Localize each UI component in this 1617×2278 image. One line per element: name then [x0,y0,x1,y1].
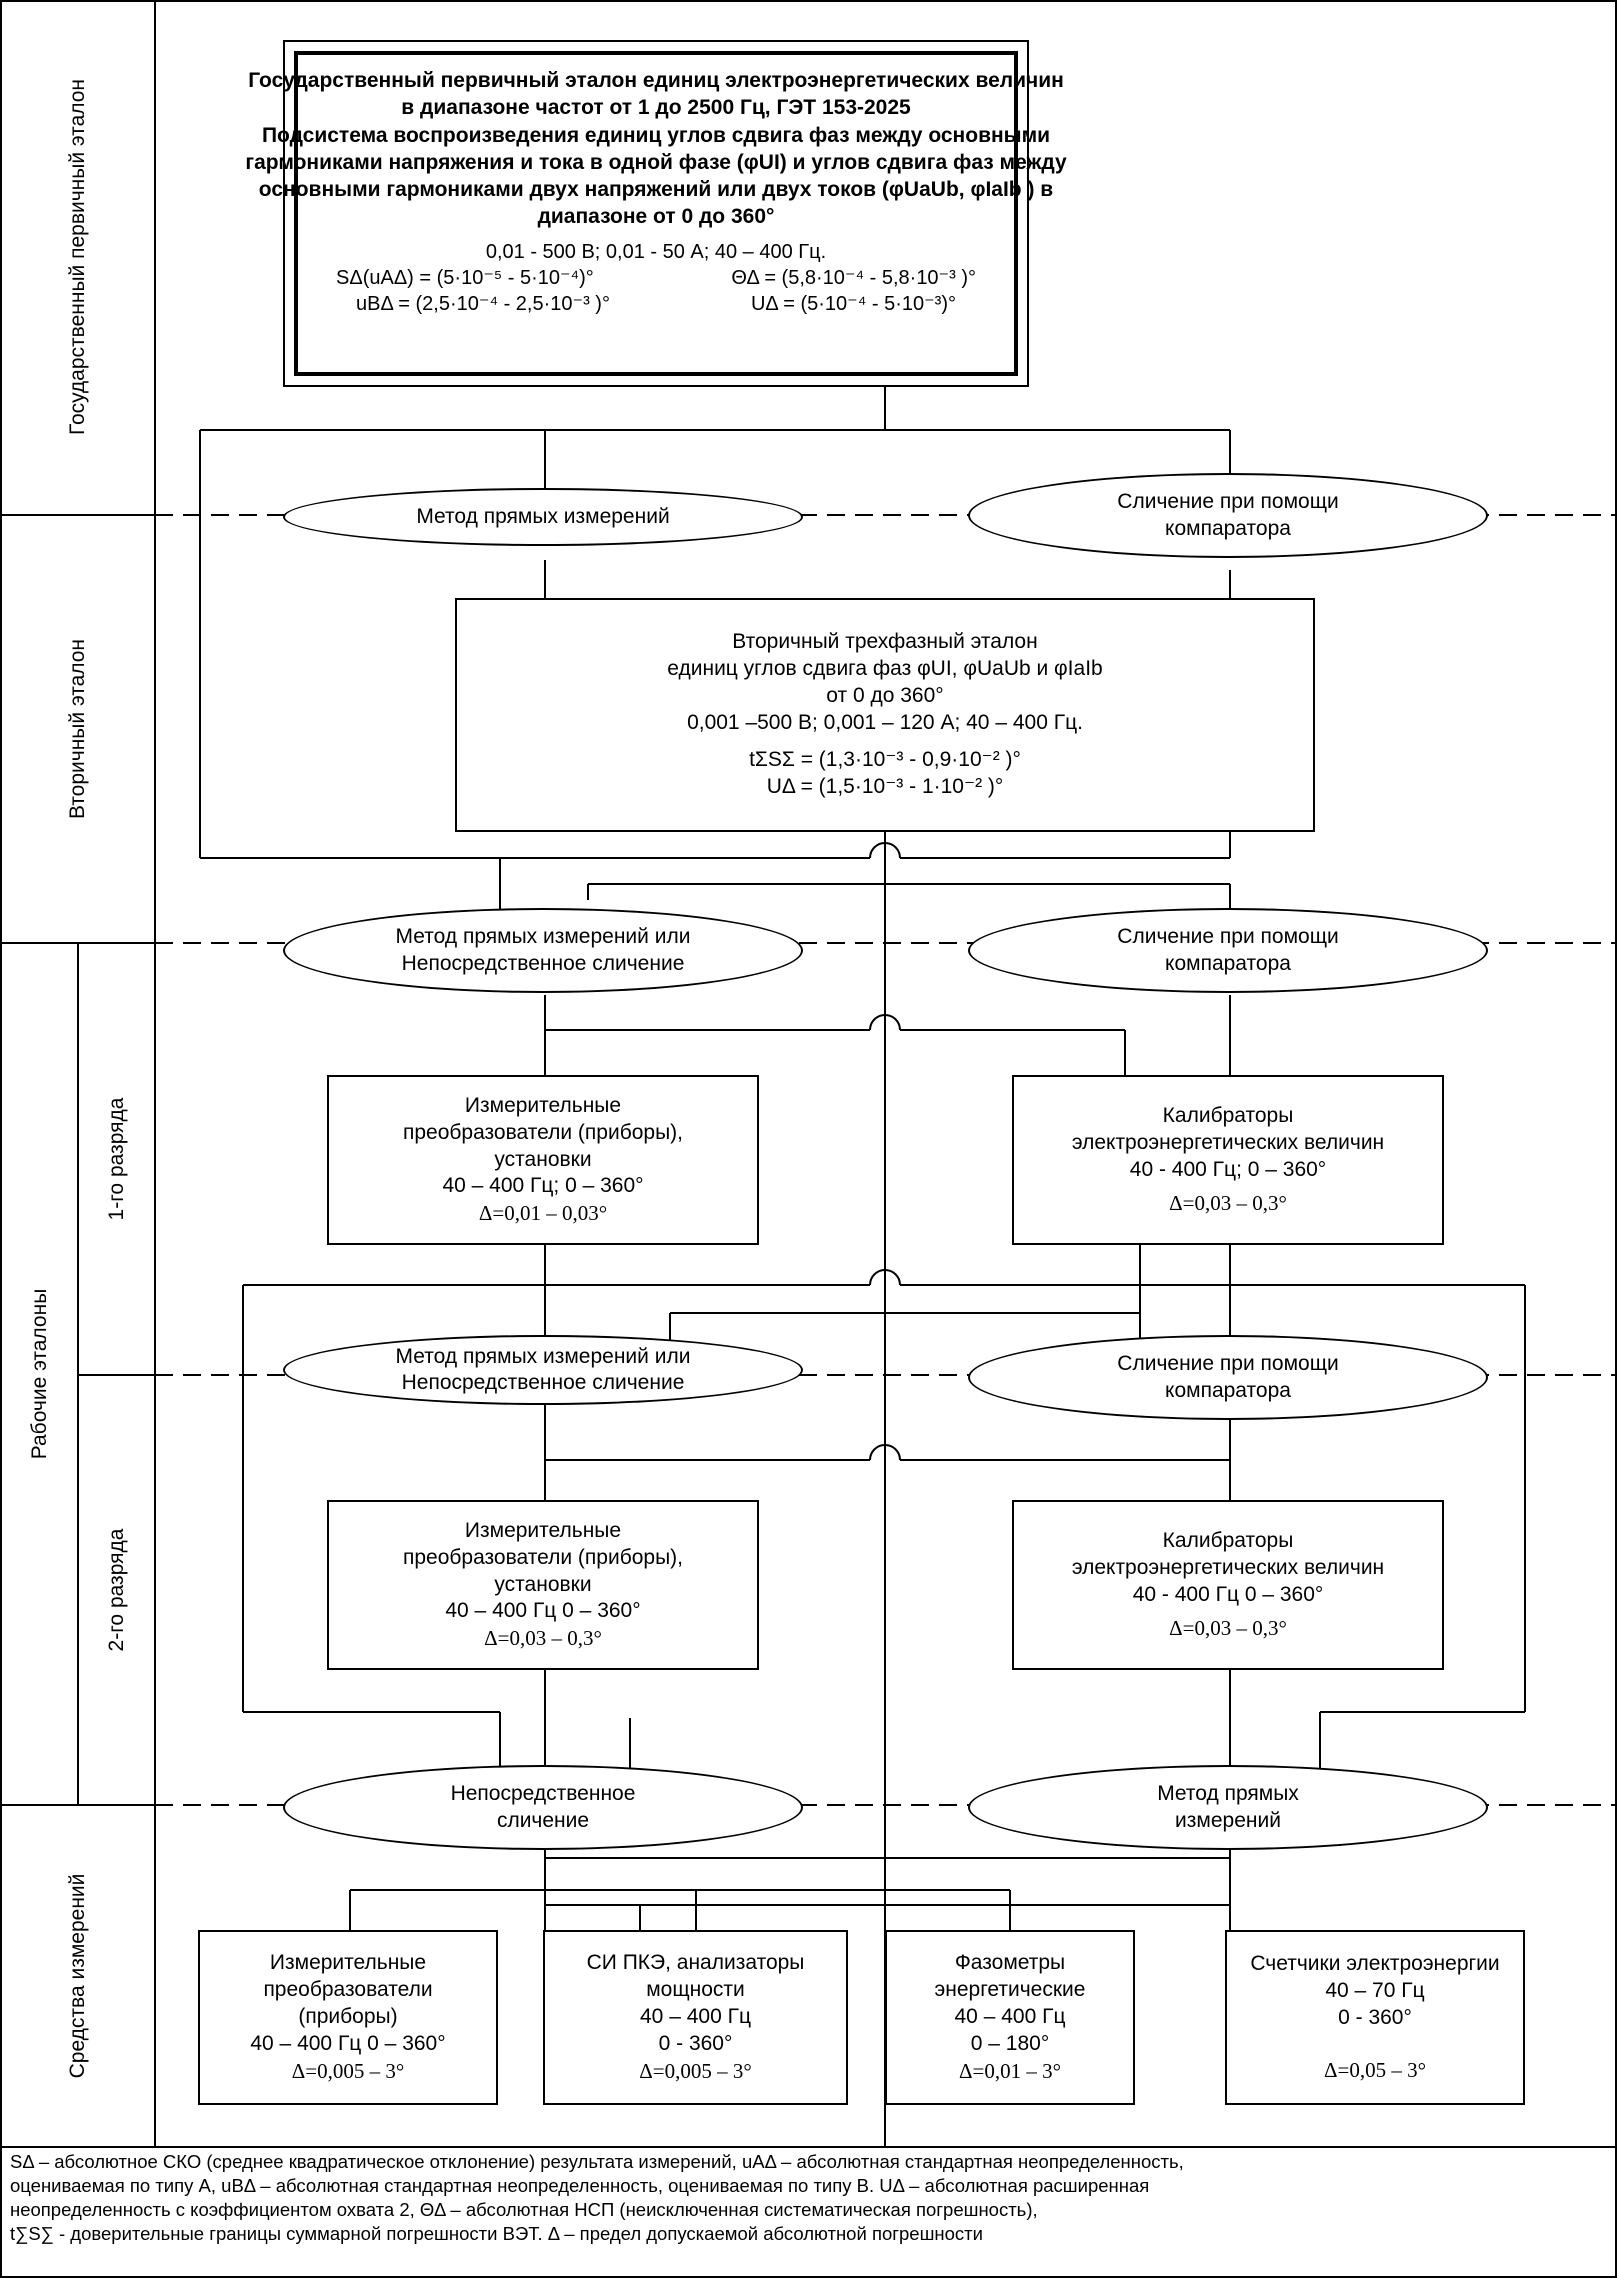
secondary-line: Вторичный трехфазный эталон [732,630,1038,654]
primary-title-line: диапазоне от 0 до 360° [537,205,775,229]
oval-direct-measurement-3: Метод прямых измерений или Непосредствен… [283,1335,803,1405]
grade1-transducers-box: Измерительные преобразователи (приборы),… [327,1075,759,1245]
oval-label: компаратора [1165,1378,1291,1402]
grade1-calibrators-box: Калибраторы электроэнергетических величи… [1012,1075,1444,1245]
box-line: установки [494,1572,592,1596]
box-line: Фазометры [954,1951,1066,1975]
box-line: Δ=0,05 – 3° [1324,2058,1426,2083]
label-working-standards: Рабочие эталоны [28,1288,51,1460]
label-primary-standard: Государственный первичный эталон [66,78,89,436]
box-line: 40 – 400 Гц [954,2005,1066,2029]
box-line: Счетчики электроэнергии [1250,1951,1500,1975]
label-secondary-standard: Вторичный эталон [66,638,89,820]
oval-label: Сличение при помощи [1117,1352,1339,1376]
label-grade-2: 2-го разряда [105,1528,128,1652]
box-line: преобразователи (приборы), [402,1545,684,1569]
oval-label: Метод прямых измерений или [395,925,691,949]
box-line: Δ=0,01 – 0,03° [478,1201,608,1226]
box-line: Δ=0,005 – 3° [291,2058,405,2083]
secondary-line: от 0 до 360° [826,684,944,708]
box-line: Калибраторы [1162,1529,1294,1553]
oval-label: Сличение при помощи [1117,490,1339,514]
formula-u-delta: UΔ = (5·10⁻⁴ - 5·10⁻³)° [750,292,956,315]
label-measuring-instruments: Средства измерений [66,1873,89,2079]
box-line: электроэнергетических величин [1071,1131,1385,1155]
primary-title-line: гармониками напряжения и тока в одной фа… [245,150,1067,174]
box-line: преобразователи (приборы), [402,1120,684,1144]
instrument-pqa-box: СИ ПКЭ, анализаторы мощности 40 – 400 Гц… [543,1930,848,2105]
instrument-transducers-box: Измерительные преобразователи (приборы) … [198,1930,498,2105]
oval-label: сличение [496,1808,590,1832]
box-line: Δ=0,03 – 0,3° [1169,1615,1287,1640]
grade2-calibrators-box: Калибраторы электроэнергетических величи… [1012,1500,1444,1670]
secondary-line: tΣSΣ = (1,3·10⁻³ - 0,9·10⁻² )° [749,747,1021,771]
oval-direct-measurement-1: Метод прямых измерений [283,488,803,546]
box-line: 40 - 400 Гц; 0 – 360° [1129,1158,1327,1181]
footnote: SΔ – абсолютное СКО (среднее квадратичес… [10,2150,1605,2246]
box-line: 40 - 400 Гц 0 – 360° [1132,1583,1324,1606]
box-line: Δ=0,005 – 3° [639,2058,752,2083]
box-line: Δ=0,03 – 0,3° [1169,1190,1287,1215]
box-line: преобразователи [263,1978,433,2002]
box-line: энергетические [934,1978,1086,2002]
box-line: 0 - 360° [658,2031,733,2055]
primary-title-line: в диапазоне частот от 1 до 2500 Гц, ГЭТ … [401,96,911,120]
box-line: 40 – 70 Гц [1325,1978,1425,2002]
oval-label: Метод прямых измерений [416,504,670,528]
box-line: Измерительные [464,1093,622,1117]
oval-label: Метод прямых [1157,1782,1299,1806]
secondary-line: 0,001 –500 В; 0,001 – 120 А; 40 – 400 Гц… [687,711,1083,734]
box-line: 0 - 360° [1338,2005,1412,2029]
oval-label: Непосредственное сличение [401,951,685,975]
oval-label: Непосредственное сличение [401,1371,685,1394]
primary-title-line: Государственный первичный эталон единиц … [248,69,1064,92]
formula-theta-delta: ΘΔ = (5,8·10⁻⁴ - 5,8·10⁻³ )° [731,266,976,289]
oval-label: Сличение при помощи [1117,925,1339,949]
box-line: Δ=0,01 – 3° [959,2058,1061,2083]
instrument-phasemeters-box: Фазометры энергетические 40 – 400 Гц 0 –… [885,1930,1135,2105]
primary-title-line: Подсистема воспроизведения единиц углов … [261,123,1051,147]
box-line: 0 – 180° [970,2031,1050,2055]
footnote-line: неопределенность с коэффициентом охвата … [10,2199,1038,2221]
box-line: 40 – 400 Гц; 0 – 360° [442,1174,644,1198]
oval-label: Непосредственное [450,1782,636,1806]
box-line: Δ=0,03 – 0,3° [484,1626,602,1651]
primary-title-line: основными гармониками двух напряжений ил… [258,178,1054,202]
oval-direct-comparison-4: Непосредственное сличение [283,1765,803,1850]
grade2-transducers-box: Измерительные преобразователи (приборы),… [327,1500,759,1670]
oval-direct-measurement-4: Метод прямых измерений [968,1765,1488,1850]
box-line: 40 – 400 Гц 0 – 360° [445,1599,641,1623]
oval-comparator-2: Сличение при помощи компаратора [968,908,1488,993]
box-line: установки [494,1147,592,1171]
footnote-line: SΔ – абсолютное СКО (среднее квадратичес… [10,2151,1184,2172]
oval-label: компаратора [1165,951,1291,975]
formula-ub-delta: uBΔ = (2,5·10⁻⁴ - 2,5·10⁻³ )° [356,292,610,315]
box-line: (приборы) [298,2005,398,2029]
oval-comparator-1: Сличение при помощи компаратора [968,473,1488,558]
formula-s-delta: SΔ(uAΔ) = (5·10⁻⁵ - 5·10⁻⁴)° [336,266,594,289]
box-line: Калибраторы [1162,1104,1294,1128]
oval-label: компаратора [1165,516,1291,540]
oval-comparator-3: Сличение при помощи компаратора [968,1335,1488,1420]
box-line: мощности [646,1978,745,2002]
oval-label: Метод прямых измерений или [395,1344,691,1368]
footnote-line: оцениваемая по типу А, uBΔ – абсолютная … [10,2175,1150,2197]
box-line: СИ ПКЭ, анализаторы [586,1951,805,1975]
secondary-line: единиц углов сдвига фаз φUI, φUaUb и φIa… [667,657,1103,681]
box-line: 40 – 400 Гц 0 – 360° [250,2031,446,2055]
box-line: Измерительные [269,1951,427,1975]
label-grade-1: 1-го разряда [105,1097,128,1221]
footnote-line: t∑S∑ - доверительные границы суммарной п… [10,2223,983,2245]
box-line: электроэнергетических величин [1071,1556,1385,1580]
box-line: 40 – 400 Гц [640,2005,751,2029]
instrument-energy-meters-box: Счетчики электроэнергии 40 – 70 Гц 0 - 3… [1225,1930,1525,2105]
box-line: Измерительные [464,1518,622,1542]
secondary-line: UΔ = (1,5·10⁻³ - 1·10⁻² )° [766,774,1004,798]
secondary-standard-box: Вторичный трехфазный эталон единиц углов… [455,598,1315,832]
primary-ranges: 0,01 - 500 В; 0,01 - 50 А; 40 – 400 Гц. [485,240,827,263]
primary-standard-box: Государственный первичный эталон единиц … [245,40,1067,387]
oval-direct-measurement-2: Метод прямых измерений или Непосредствен… [283,908,803,993]
oval-label: измерений [1175,1808,1281,1832]
